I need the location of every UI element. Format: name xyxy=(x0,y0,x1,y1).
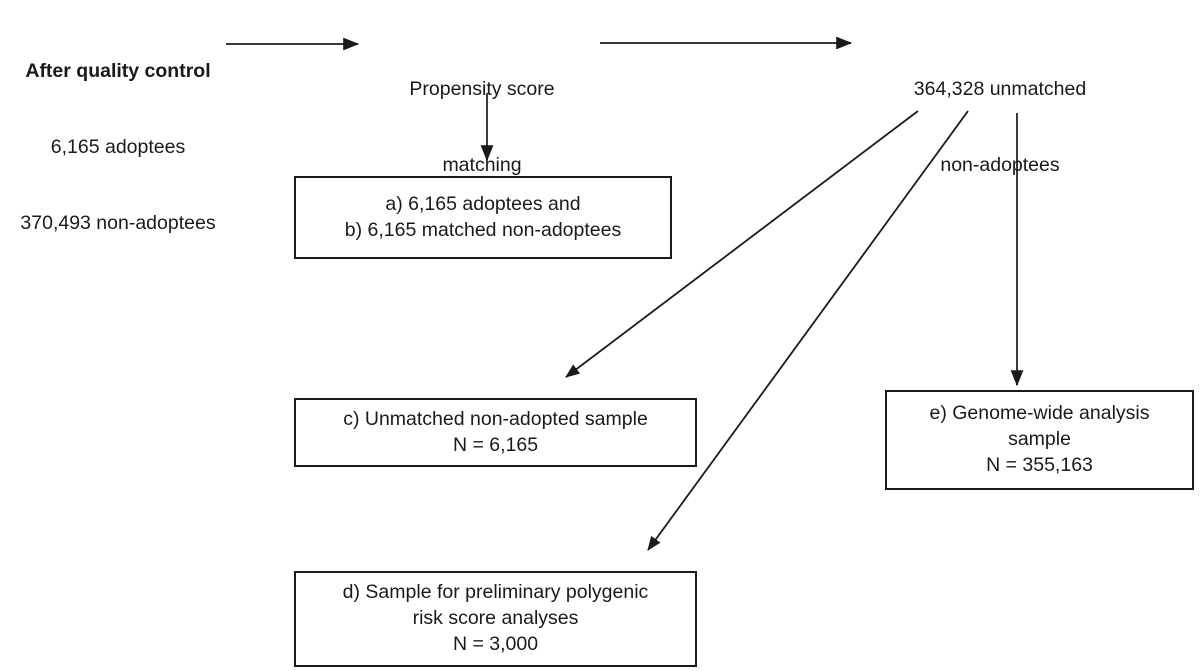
after-quality-control-node: After quality control 6,165 adoptees 370… xyxy=(8,8,228,287)
box-e-line-3: N = 355,163 xyxy=(986,453,1093,476)
genome-wide-analysis-box: e) Genome-wide analysis sample N = 355,1… xyxy=(885,390,1194,490)
unmatched-non-adoptees-node: 364,328 unmatched non-adoptees xyxy=(875,26,1125,229)
box-ab-line-2: b) 6,165 matched non-adoptees xyxy=(344,218,622,241)
psm-line-2: matching xyxy=(442,153,522,176)
box-c-line-1: c) Unmatched non-adopted sample xyxy=(343,407,648,430)
psm-line-1: Propensity score xyxy=(409,77,555,100)
matched-sample-box: a) 6,165 adoptees and b) 6,165 matched n… xyxy=(294,176,672,259)
box-d-line-3: N = 3,000 xyxy=(452,632,539,655)
box-e-line-1: e) Genome-wide analysis xyxy=(929,402,1150,425)
box-e-line-2: sample xyxy=(1008,428,1071,451)
arrow-unmatched-to-box-d xyxy=(647,110,969,551)
arrow-unmatched-to-box-c xyxy=(565,110,919,378)
box-d-line-2: risk score analyses xyxy=(412,607,579,630)
polygenic-risk-score-box: d) Sample for preliminary polygenic risk… xyxy=(294,571,697,667)
aqc-line-1: After quality control xyxy=(25,59,211,82)
box-c-line-2: N = 6,165 xyxy=(452,433,539,456)
unmatched-sample-box: c) Unmatched non-adopted sample N = 6,16… xyxy=(294,398,697,467)
box-ab-line-1: a) 6,165 adoptees and xyxy=(385,192,581,215)
aqc-line-3: 370,493 non-adoptees xyxy=(20,211,216,234)
aqc-line-2: 6,165 adoptees xyxy=(50,135,186,158)
unmatched-line-1: 364,328 unmatched xyxy=(913,77,1087,100)
propensity-score-matching-node: Propensity score matching xyxy=(382,26,582,229)
box-d-line-1: d) Sample for preliminary polygenic xyxy=(342,581,649,604)
unmatched-line-2: non-adoptees xyxy=(940,153,1060,176)
